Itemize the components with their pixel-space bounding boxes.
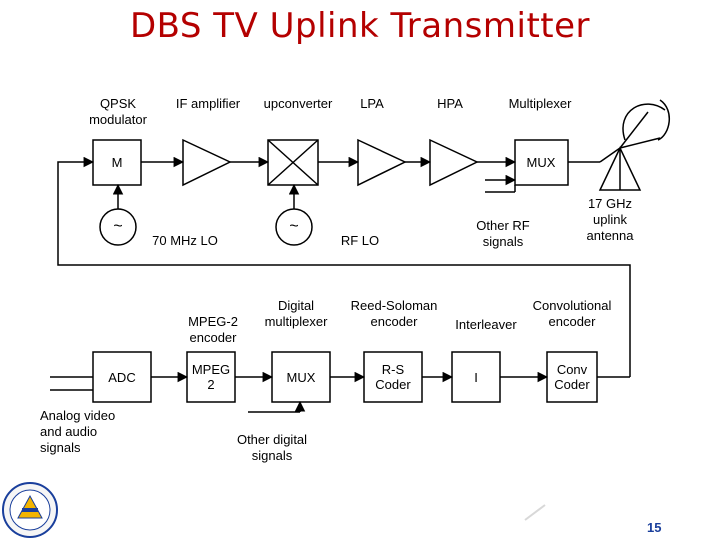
label-analog-input: Analog video and audio signals — [40, 408, 116, 455]
rs-coder-block: R-S Coder — [375, 362, 411, 392]
label-antenna: 17 GHz uplink antenna — [586, 196, 634, 243]
label-other-digital-signals: Other digital signals — [236, 432, 308, 463]
adc-block: ADC — [108, 369, 136, 385]
label-upconverter: upconverter — [263, 96, 333, 111]
rf-mux-block — [514, 139, 569, 186]
satellite-dish-icon — [598, 99, 670, 191]
label-qpsk-modulator: QPSK modulator — [89, 96, 147, 127]
label-70mhz-lo: 70 MHz LO — [152, 233, 218, 248]
lpa-block — [357, 138, 407, 187]
label-digital-multiplexer: Digital multiplexer — [264, 298, 328, 329]
interleaver-block: I — [474, 369, 478, 385]
slide-title: DBS TV Uplink Transmitter — [129, 6, 590, 46]
label-interleaver: Interleaver — [455, 317, 517, 332]
mux-label: MUX — [526, 155, 556, 170]
if-amplifier-block — [182, 138, 232, 187]
label-lpa: LPA — [360, 96, 384, 111]
mpeg2-block: MPEG 2 — [191, 362, 231, 392]
page-number: 15 — [647, 520, 662, 535]
label-multiplexer: Multiplexer — [508, 96, 572, 111]
label-hpa: HPA — [437, 96, 463, 111]
m-label: M — [111, 155, 123, 170]
label-if-amplifier: IF amplifier — [175, 96, 241, 111]
hpa-block — [429, 138, 479, 187]
conv-coder-block: Conv Coder — [554, 362, 590, 392]
sine-wave-icon: ~ — [113, 218, 123, 235]
label-convolutional-encoder: Convolutional encoder — [532, 298, 612, 329]
label-other-rf-signals: Other RF signals — [476, 218, 530, 249]
sine-wave-icon: ~ — [289, 218, 299, 235]
baseband-mux-block: MUX — [286, 369, 316, 385]
university-seal-icon — [2, 482, 58, 538]
label-rs-encoder: Reed-Soloman encoder — [350, 298, 438, 329]
label-mpeg-encoder: MPEG-2 encoder — [188, 314, 238, 345]
qpsk-modulator-block — [92, 139, 142, 186]
label-rf-lo: RF LO — [340, 233, 380, 248]
